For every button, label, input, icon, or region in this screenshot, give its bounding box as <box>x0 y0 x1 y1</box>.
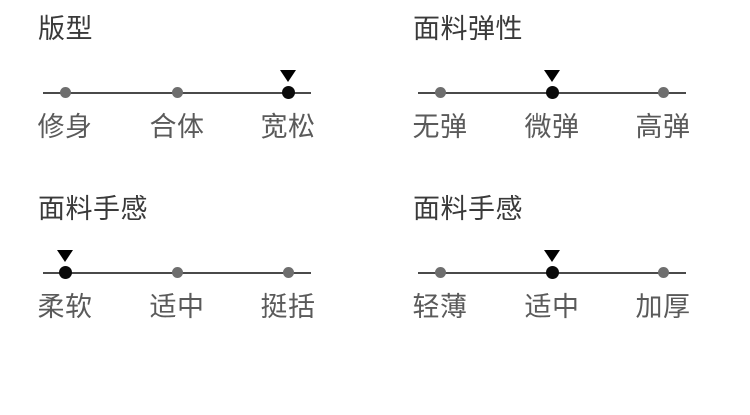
slider-stop-dot <box>545 86 559 100</box>
slider-option-label-2[interactable]: 宽松 <box>260 112 316 142</box>
slider-option-label-0[interactable]: 无弹 <box>412 112 468 142</box>
slider-stop-dot <box>657 267 669 279</box>
slider-stop-dot <box>545 266 559 280</box>
slider-option-label-1[interactable]: 适中 <box>149 292 205 322</box>
selected-marker-triangle-icon <box>544 70 560 82</box>
slider-labels: 轻薄 适中 加厚 <box>413 290 691 330</box>
slider-labels: 修身 合体 宽松 <box>38 110 316 150</box>
slider-track[interactable] <box>43 62 311 102</box>
slider-track[interactable] <box>43 242 311 282</box>
slider-title: 面料手感 <box>38 194 148 224</box>
slider-labels: 柔软 适中 挺括 <box>38 290 316 330</box>
slider-option-label-2[interactable]: 高弹 <box>635 112 691 142</box>
slider-stop-dot <box>434 267 446 279</box>
slider-option-label-2[interactable]: 挺括 <box>260 292 316 322</box>
slider-stop-dot <box>281 86 295 100</box>
selected-marker-triangle-icon <box>57 250 73 262</box>
slider-title: 面料手感 <box>413 194 523 224</box>
slider-option-label-0[interactable]: 柔软 <box>37 292 93 322</box>
slider-stop-dot <box>282 267 294 279</box>
selected-marker-triangle-icon <box>544 250 560 262</box>
slider-title: 版型 <box>38 14 93 44</box>
slider-track[interactable] <box>418 242 686 282</box>
slider-track[interactable] <box>418 62 686 102</box>
slider-title: 面料弹性 <box>413 14 523 44</box>
slider-stop-dot <box>171 87 183 99</box>
slider-group-fabric-thickness: 面料手感 轻薄 适中 加厚 <box>375 180 715 360</box>
slider-group-fabric-elasticity: 面料弹性 无弹 微弹 高弹 <box>375 0 715 180</box>
slider-stop-dot <box>59 87 71 99</box>
slider-option-label-0[interactable]: 轻薄 <box>412 292 468 322</box>
slider-labels: 无弹 微弹 高弹 <box>413 110 691 150</box>
slider-option-label-1[interactable]: 合体 <box>149 112 205 142</box>
slider-stop-dot <box>434 87 446 99</box>
slider-stop-dot <box>58 266 72 280</box>
slider-option-label-1[interactable]: 微弹 <box>524 112 580 142</box>
slider-option-label-2[interactable]: 加厚 <box>635 292 691 322</box>
slider-option-label-1[interactable]: 适中 <box>524 292 580 322</box>
slider-group-fit: 版型 修身 合体 宽松 <box>0 0 340 180</box>
slider-group-fabric-hand-feel: 面料手感 柔软 适中 挺括 <box>0 180 340 360</box>
slider-stop-dot <box>657 87 669 99</box>
slider-option-label-0[interactable]: 修身 <box>37 112 93 142</box>
slider-stop-dot <box>171 267 183 279</box>
selected-marker-triangle-icon <box>280 70 296 82</box>
